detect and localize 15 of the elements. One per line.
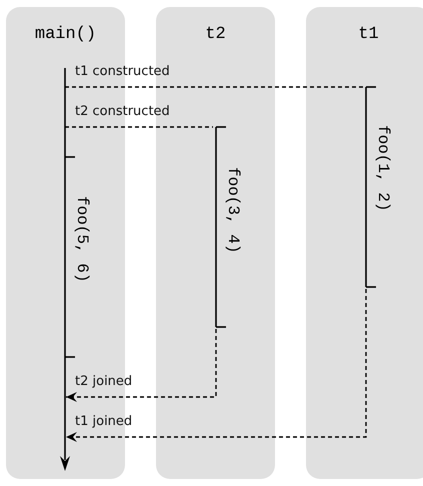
function-call-label: foo(3, 4) — [224, 167, 242, 254]
edge-label: t2 joined — [75, 374, 132, 389]
edge-label: t2 constructed — [75, 104, 170, 119]
function-call-label: foo(5, 6) — [73, 196, 91, 282]
dashed-connector — [66, 289, 367, 442]
function-call-label: foo(1, 2) — [374, 125, 392, 212]
lane-heading: t2 — [205, 25, 226, 44]
dashed-connector — [65, 86, 363, 88]
dashed-connector — [65, 126, 213, 128]
edge-label: t1 joined — [75, 414, 132, 429]
edge-label: t1 constructed — [75, 64, 170, 79]
lane-heading: t1 — [358, 25, 379, 44]
dashed-connector — [66, 329, 217, 402]
thread-lane — [306, 7, 423, 479]
lane-heading: main() — [34, 25, 96, 44]
